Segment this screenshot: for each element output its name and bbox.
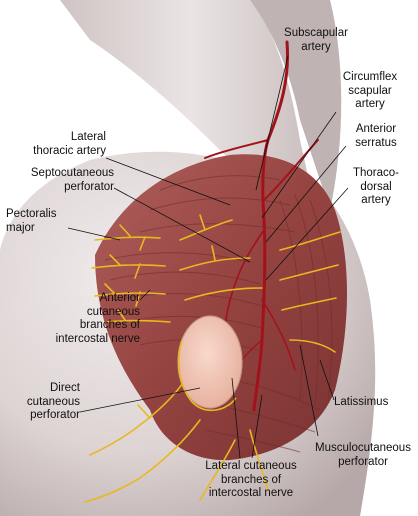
label-musculocutaneous-perforator: Musculocutaneous perforator bbox=[315, 442, 411, 468]
label-anterior-serratus: Anterior serratus bbox=[355, 123, 397, 149]
label-direct-cutaneous-perforator: Direct cutaneous perforator bbox=[26, 382, 80, 421]
label-circumflex-scapular-artery: Circumflex scapular artery bbox=[342, 71, 398, 110]
label-lateral-thoracic-artery: Lateral thoracic artery bbox=[33, 131, 106, 157]
label-lateral-cutaneous-branches: Lateral cutaneous branches of intercosta… bbox=[205, 460, 297, 499]
label-septocutaneous-perforator: Septocutaneous perforator bbox=[30, 167, 114, 193]
label-latissimus: Latissimus bbox=[334, 396, 389, 408]
label-subscapular-artery: Subscapular artery bbox=[284, 27, 348, 53]
label-thoracodorsal-artery: Thoraco- dorsal artery bbox=[352, 167, 400, 206]
label-anterior-cutaneous-branches: Anterior cutaneous branches of intercost… bbox=[55, 292, 140, 345]
label-pectoralis-major: Pectoralis major bbox=[6, 208, 57, 234]
skin-flap bbox=[177, 315, 243, 409]
